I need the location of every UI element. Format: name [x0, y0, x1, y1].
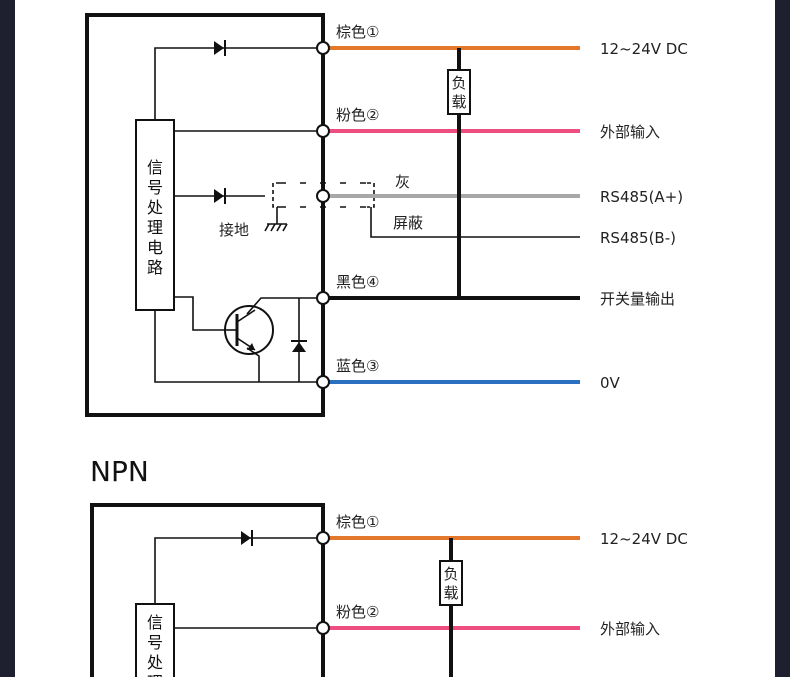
signal-processor-label: 信 号 处 理 电 路 — [147, 158, 163, 277]
wire-label-black: 黑色④ — [336, 273, 379, 291]
output-label-0v: 0V — [600, 374, 621, 392]
upper-diagram: 信 号 处 理 电 路 — [85, 13, 688, 417]
diode-icon — [214, 40, 226, 56]
svg-text:路: 路 — [147, 258, 163, 277]
svg-text:处: 处 — [147, 198, 163, 217]
load-box — [439, 560, 463, 606]
svg-text:处: 处 — [147, 653, 163, 672]
svg-text:号: 号 — [147, 633, 163, 652]
wire-label-shield: 屏蔽 — [393, 214, 423, 232]
terminal — [316, 189, 330, 203]
terminal — [316, 621, 330, 635]
sensor-housing — [90, 503, 325, 677]
wiring-diagram-svg: 信 号 处 理 电 路 — [85, 13, 688, 677]
sensor-housing — [85, 13, 325, 417]
signal-processor-label: 信 号 处 理 — [147, 613, 163, 677]
wire-label-brown: 棕色① — [336, 513, 379, 531]
svg-text:号: 号 — [147, 178, 163, 197]
wire-label-blue: 蓝色③ — [336, 357, 379, 375]
transistor-icon — [224, 305, 274, 355]
section-title-npn: NPN — [90, 455, 149, 488]
output-label-power: 12~24V DC — [600, 40, 688, 58]
load-box — [447, 69, 471, 115]
output-label-external-input: 外部输入 — [600, 620, 660, 638]
wire-label-gray: 灰 — [395, 173, 410, 191]
output-label-power: 12~24V DC — [600, 530, 688, 548]
terminal — [316, 124, 330, 138]
signal-processor-box — [135, 119, 175, 311]
zener-diode-icon — [291, 340, 307, 352]
load-label-2: 载 — [443, 584, 458, 602]
output-label-rs485-b: RS485(B-) — [600, 229, 676, 247]
wire-label-brown: 棕色① — [336, 23, 379, 41]
external-wires — [329, 46, 580, 384]
svg-text:信: 信 — [147, 613, 163, 632]
lower-diagram: 信 号 处 理 负 载 棕色① 粉色② 12~24V DC 外部输入 — [90, 503, 688, 677]
svg-text:理: 理 — [147, 218, 163, 237]
output-label-external-input: 外部输入 — [600, 123, 660, 141]
load-label-1: 负 — [451, 74, 466, 92]
load-label-2: 载 — [451, 93, 466, 111]
diode-icon — [241, 530, 253, 546]
ground-label: 接地 — [219, 221, 249, 239]
terminal — [316, 531, 330, 545]
signal-processor-box — [135, 603, 175, 677]
internal-wiring — [154, 537, 323, 629]
terminal — [316, 41, 330, 55]
terminals — [316, 41, 330, 389]
output-label-rs485-a: RS485(A+) — [600, 188, 683, 206]
internal-wiring — [154, 47, 323, 383]
wire-label-pink: 粉色② — [336, 106, 379, 124]
svg-text:信: 信 — [147, 158, 163, 177]
diode-icon — [214, 188, 226, 204]
ground-icon — [264, 218, 288, 232]
svg-text:理: 理 — [147, 673, 163, 677]
terminal — [316, 375, 330, 389]
svg-text:电: 电 — [147, 238, 163, 257]
output-label-switch-output: 开关量输出 — [600, 290, 675, 308]
wiring-diagram: 信 号 处 理 电 路 — [15, 0, 775, 677]
terminal — [316, 291, 330, 305]
load-label-1: 负 — [443, 565, 458, 583]
wire-label-pink: 粉色② — [336, 603, 379, 621]
